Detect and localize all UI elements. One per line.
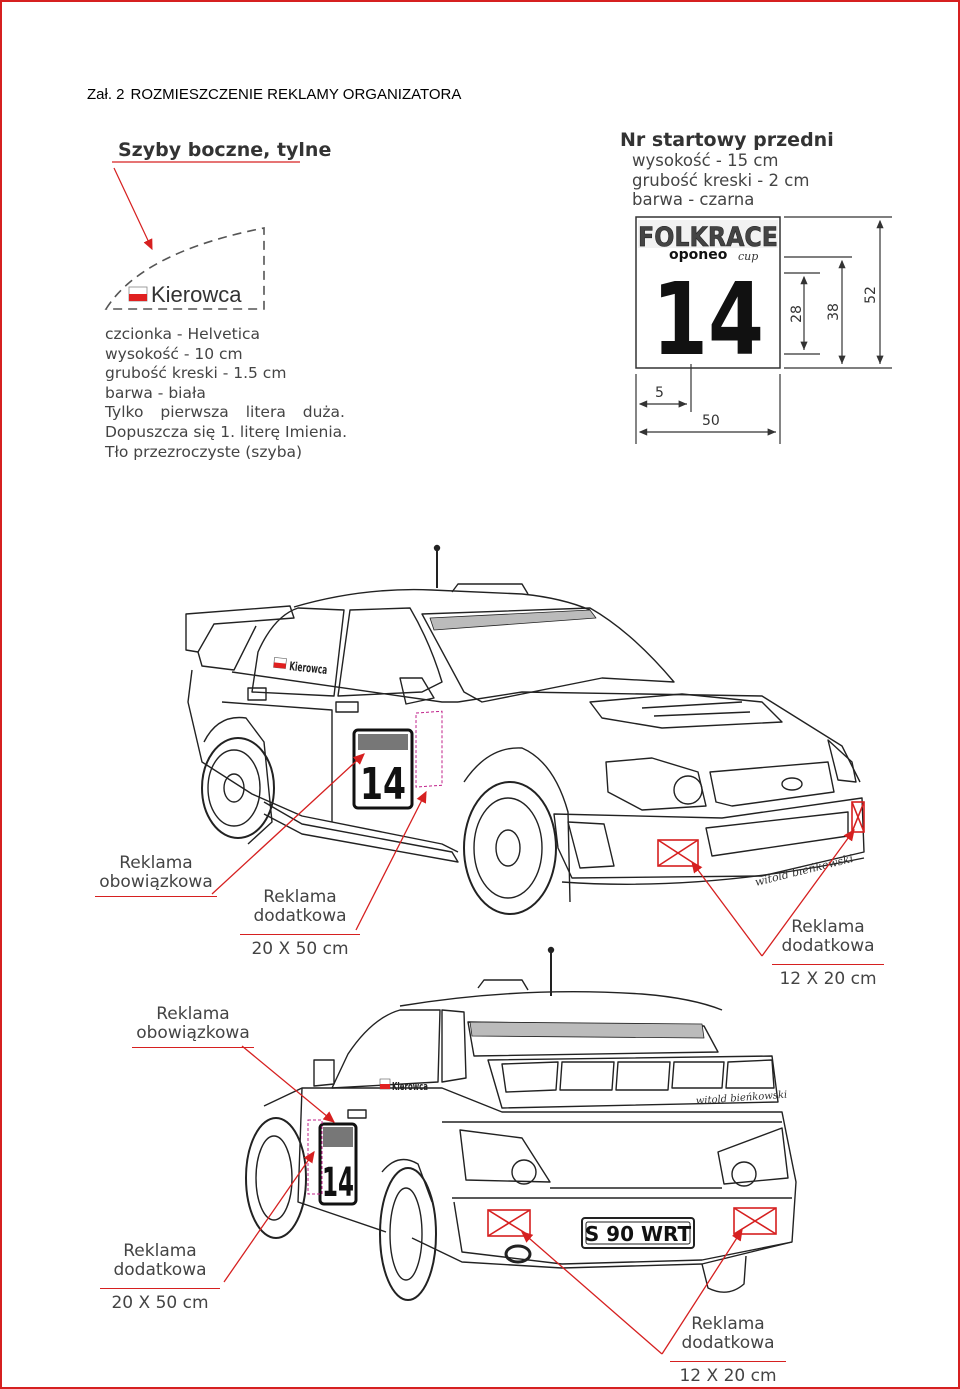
spec-line: barwa - biała xyxy=(105,383,206,402)
rear-side-ad-area xyxy=(307,1119,323,1195)
oponeo-logo-text: oponeo xyxy=(669,247,728,263)
side-windows-specs: czcionka - Helvetica wysokość - 10 cm gr… xyxy=(105,325,347,462)
rear-number-value: 14 xyxy=(322,1160,354,1206)
spec-line: Tylko pierwsza litera duża. xyxy=(105,403,345,422)
plate-dimensions xyxy=(635,216,892,444)
front-callout-leaders xyxy=(211,753,855,957)
front-bumper-dim: 12 X 20 cm xyxy=(772,964,884,989)
start-number-specs: wysokość - 15 cm grubość kreski - 2 cm b… xyxy=(632,151,809,210)
front-car-drawing xyxy=(185,544,865,915)
folkrace-logo-text: FOLKRACE xyxy=(638,222,778,253)
front-side-label: Reklama dodatkowa xyxy=(253,887,347,926)
spec-line: grubość kreski - 1.5 cm xyxy=(105,364,287,383)
start-number-plate: FOLKRACE oponeo cup 14 xyxy=(635,216,781,378)
spec-line: wysokość - 15 cm xyxy=(632,151,779,170)
side-window-driver-text: Kierowca xyxy=(151,282,242,307)
page-heading: ROZMIESZCZENIE REKLAMY ORGANIZATORA xyxy=(130,86,462,103)
rear-bumper-ad-left xyxy=(487,1209,531,1237)
rear-car-drawing xyxy=(245,946,797,1301)
dim-5: 5 xyxy=(655,385,664,401)
rear-driver-label: Kierowca xyxy=(392,1080,428,1093)
rear-bumper-label: Reklama dodatkowa xyxy=(681,1314,775,1353)
front-callout-side: Reklama dodatkowa 20 X 50 cm xyxy=(240,888,360,959)
rear-callout-mandatory: Reklama obowiązkowa xyxy=(132,1005,254,1048)
license-plate xyxy=(581,1217,695,1249)
front-signature: witold bieńkowski xyxy=(754,852,855,889)
spec-line: grubość kreski - 2 cm xyxy=(632,170,810,190)
folkrace-logo xyxy=(638,220,778,248)
front-side-dim: 20 X 50 cm xyxy=(240,934,360,959)
side-windows-title: Szyby boczne, tylne xyxy=(118,139,332,161)
dim-50: 50 xyxy=(702,413,720,429)
front-bumper-ad-right xyxy=(851,801,865,833)
dim-52: 52 xyxy=(863,286,879,304)
rear-side-dim: 20 X 50 cm xyxy=(100,1288,220,1313)
front-side-ad-area xyxy=(415,710,443,788)
front-mandatory-label: Reklama obowiązkowa xyxy=(95,854,217,897)
page-title: Zał. 2 ROZMIESZCZENIE REKLAMY ORGANIZATOR… xyxy=(87,86,461,103)
license-plate-text: S 90 WRT xyxy=(585,1222,692,1246)
rear-callout-side: Reklama dodatkowa 20 X 50 cm xyxy=(100,1242,220,1313)
front-bumper-label: Reklama dodatkowa xyxy=(781,917,875,956)
rear-signature: witold bieńkowski xyxy=(695,1090,787,1107)
start-number-title: Nr startowy przedni xyxy=(620,129,834,151)
spec-line: barwa - czarna xyxy=(632,190,755,210)
rear-bumper-ad-right xyxy=(733,1207,777,1235)
spec-line: Tło przezroczyste (szyba) xyxy=(105,442,303,461)
attachment-number: Zał. 2 xyxy=(87,86,125,103)
start-number-value: 14 xyxy=(652,261,764,378)
rear-bumper-dim: 12 X 20 cm xyxy=(670,1361,786,1386)
front-callout-bumper: Reklama dodatkowa 12 X 20 cm xyxy=(772,918,884,989)
side-window-sample: Kierowca xyxy=(104,161,300,310)
front-driver-label: Kierowca xyxy=(289,659,328,677)
front-callout-mandatory: Reklama obowiązkowa xyxy=(95,854,217,897)
rear-callout-leaders xyxy=(223,1045,743,1355)
front-number-value: 14 xyxy=(360,759,406,810)
dim-28: 28 xyxy=(789,305,805,323)
rear-callout-bumper: Reklama dodatkowa 12 X 20 cm xyxy=(670,1315,786,1386)
rear-mandatory-label: Reklama obowiązkowa xyxy=(132,1005,254,1048)
spec-line: czcionka - Helvetica xyxy=(105,325,261,343)
spec-line: Dopuszcza się 1. literę Imienia. xyxy=(105,422,348,441)
spec-line: wysokość - 10 cm xyxy=(105,344,243,363)
dim-38: 38 xyxy=(826,303,842,321)
cup-logo-text: cup xyxy=(738,250,758,263)
rear-side-label: Reklama dodatkowa xyxy=(113,1241,207,1280)
